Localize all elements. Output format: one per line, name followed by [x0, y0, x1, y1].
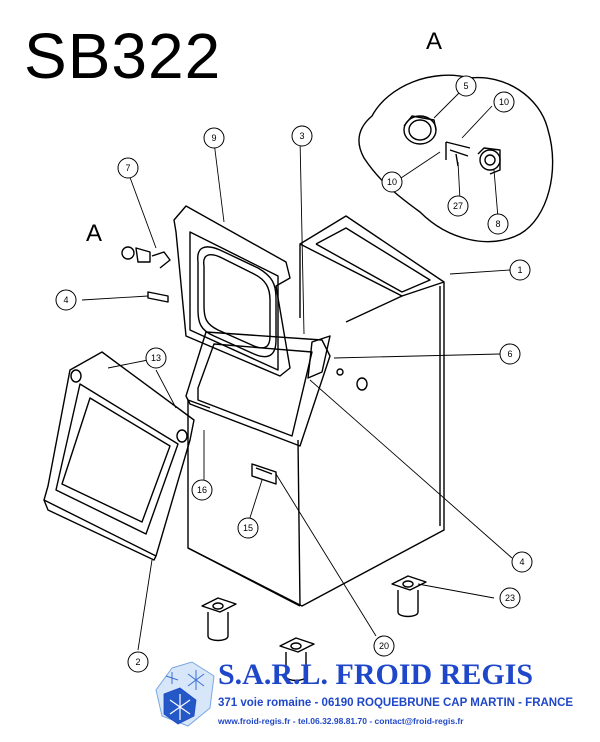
- callout-bubble: [237, 517, 259, 539]
- callout-label: 9: [211, 133, 216, 143]
- callout-label: 27: [453, 201, 463, 211]
- lid-part-9: [173, 205, 291, 377]
- company-address: 371 voie romaine - 06190 ROQUEBRUNE CAP …: [218, 697, 574, 709]
- callout-bubble: [381, 171, 403, 193]
- callout-label: 23: [505, 593, 515, 603]
- bushing-part-8: [479, 149, 501, 171]
- foot-part-23-front: [279, 637, 315, 682]
- callout-bubble: [499, 587, 521, 609]
- callout-bubble: [203, 127, 225, 149]
- callout-bubble: [191, 479, 213, 501]
- callout-bubble: [373, 635, 395, 657]
- bushing-left: [121, 246, 135, 260]
- hinge-pin-part: [445, 141, 471, 167]
- cabinet-body: [187, 215, 445, 607]
- callout-label: 5: [463, 81, 468, 91]
- callout-label: 8: [495, 219, 500, 229]
- hinge-part-6: [307, 335, 331, 379]
- callout-bubble: [499, 343, 521, 365]
- callout-label: 2: [135, 657, 140, 667]
- callout-label: 20: [379, 641, 389, 651]
- detail-label-top: A: [426, 28, 443, 55]
- callout-bubble: [493, 91, 515, 113]
- company-name: S.A.R.L. FROID REGIS: [218, 658, 534, 691]
- callout-bubble: [291, 125, 313, 147]
- callout-label: 10: [499, 97, 509, 107]
- callout-label: 16: [197, 485, 207, 495]
- pin-part-4: [147, 291, 169, 303]
- callout-bubble: [447, 195, 469, 217]
- company-contact: www.froid-regis.fr - tel.06.32.98.81.70 …: [218, 716, 464, 726]
- callout-bubble: [511, 551, 533, 573]
- callout-label: 15: [243, 523, 253, 533]
- callout-bubble: [117, 157, 139, 179]
- callout-label: 13: [151, 353, 161, 363]
- callout-label: 4: [63, 295, 68, 305]
- door-part-2: [43, 351, 195, 557]
- callout-bubble: [487, 213, 509, 235]
- front-panel-16: [185, 331, 331, 447]
- callout-label: 3: [299, 131, 304, 141]
- callout-label: 4: [519, 557, 524, 567]
- snowflake-logo: [155, 661, 215, 727]
- callout-bubble: [55, 289, 77, 311]
- callout-bubble: [509, 259, 531, 281]
- callout-label: 7: [125, 163, 130, 173]
- detail-a-blob: [358, 74, 554, 243]
- callout-label: 10: [387, 177, 397, 187]
- foot-part-23-right: [391, 575, 427, 618]
- callout-label: 6: [507, 349, 512, 359]
- model-title: SB322: [24, 20, 222, 92]
- callout-label: 1: [517, 265, 522, 275]
- callout-bubble: [145, 347, 167, 369]
- callout-bubble: [127, 651, 149, 673]
- detail-label-left: A: [86, 220, 103, 247]
- handle-part-20: [251, 463, 277, 485]
- foot-part-23-left: [201, 597, 237, 642]
- callout-bubble: [455, 75, 477, 97]
